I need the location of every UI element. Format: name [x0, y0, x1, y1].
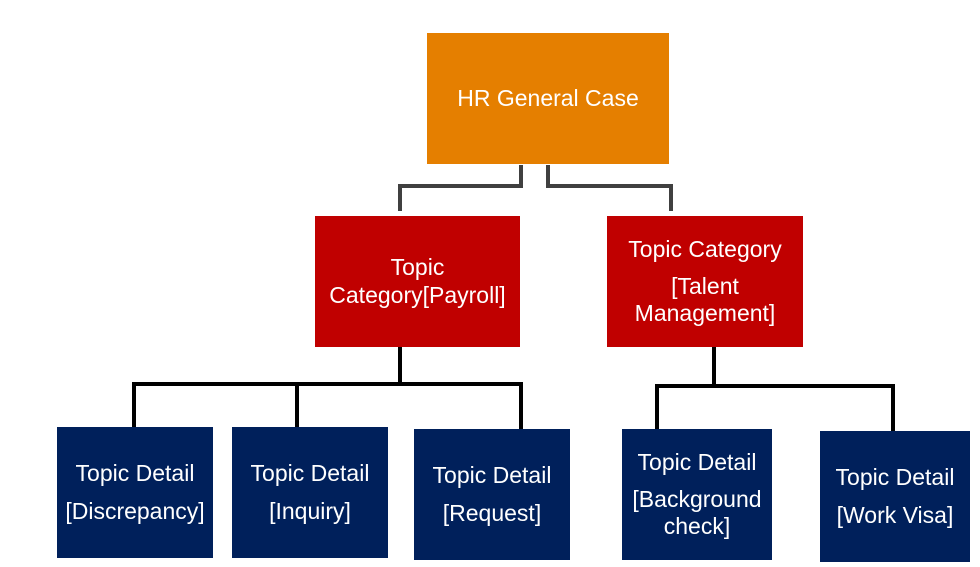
detail-node-background-check: Topic Detail [Background check] [622, 429, 772, 560]
detail-discrepancy-line-1: Topic Detail [75, 460, 195, 487]
root-node: HR General Case [427, 33, 669, 164]
detail-work-visa-line-2: [Work Visa] [836, 501, 954, 528]
category-talent-line-2: [Talent [671, 272, 739, 299]
detail-background-line-2: [Background [632, 485, 762, 512]
detail-background-line-1: Topic Detail [637, 448, 757, 475]
detail-node-request: Topic Detail [Request] [414, 429, 570, 560]
detail-request-line-2: [Request] [442, 499, 542, 526]
category-payroll-line-2: Category[Payroll] [329, 281, 506, 308]
detail-node-inquiry: Topic Detail [Inquiry] [232, 427, 388, 558]
detail-discrepancy-line-2: [Discrepancy] [65, 497, 205, 524]
detail-request-line-1: Topic Detail [432, 462, 552, 489]
detail-node-discrepancy: Topic Detail [Discrepancy] [57, 427, 213, 558]
detail-inquiry-line-1: Topic Detail [250, 460, 370, 487]
category-talent-line-3: Management] [634, 300, 776, 327]
category-payroll-line-1: Topic [390, 254, 445, 281]
category-talent-line-1: Topic Category [628, 235, 782, 262]
detail-work-visa-line-1: Topic Detail [835, 464, 955, 491]
detail-background-line-3: check] [663, 513, 731, 540]
detail-inquiry-line-2: [Inquiry] [269, 497, 351, 524]
category-node-payroll: Topic Category[Payroll] [315, 216, 520, 347]
root-node-label: HR General Case [457, 84, 639, 111]
category-node-talent-management: Topic Category [Talent Management] [607, 216, 803, 347]
detail-node-work-visa: Topic Detail [Work Visa] [820, 431, 970, 562]
